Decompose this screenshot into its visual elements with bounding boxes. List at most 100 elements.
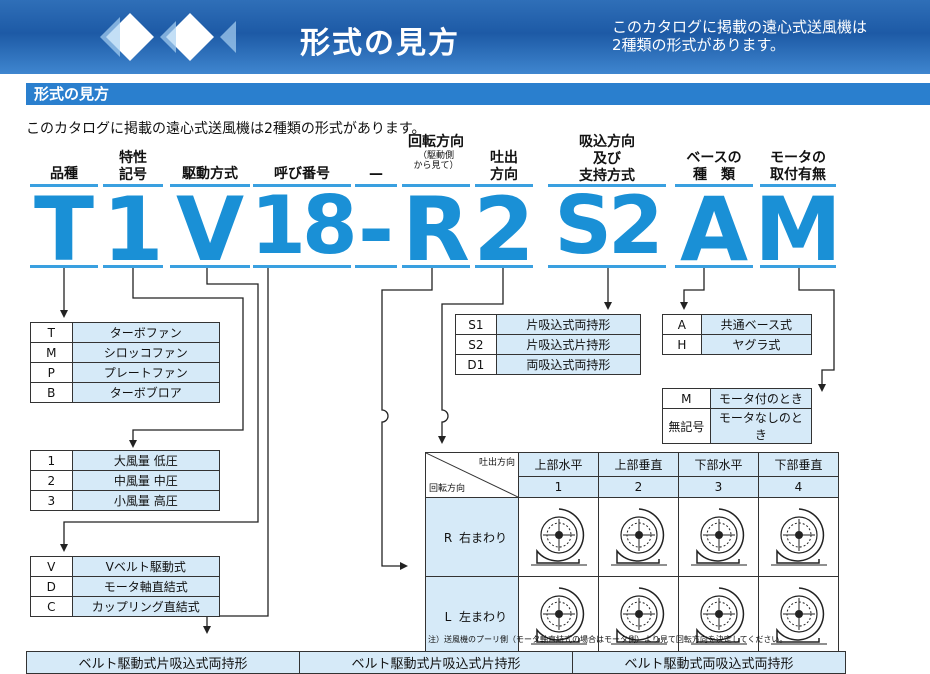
code-cell: M: [662, 388, 711, 409]
name-cell: ターボファン: [71, 322, 221, 343]
section-title: 形式の見方: [34, 85, 110, 103]
code-underline: [355, 265, 397, 268]
header-desc-line2: 2種類の形式があります。: [612, 36, 786, 54]
column-header: 特性記号: [119, 150, 147, 183]
code-cell: 2: [30, 470, 73, 491]
name-cell: 片吸込式片持形: [495, 334, 642, 355]
name-cell: シロッコファン: [71, 342, 221, 363]
name-cell: 共通ベース式: [700, 314, 813, 335]
name-cell: 片吸込式両持形: [495, 314, 642, 335]
code-segment: M: [754, 178, 842, 281]
code-cell: 無記号: [662, 408, 711, 444]
name-cell: Vベルト駆動式: [71, 556, 221, 577]
column-header: 呼び番号: [274, 166, 330, 182]
grid-dir-name: 上部垂直: [598, 451, 679, 478]
grid-note: 注）送風機のプーリ側（モータ軸直結式の場合はモータ側）より見て回転方向を決定して…: [428, 635, 788, 644]
column-header: —: [369, 166, 383, 182]
code-segment: T: [33, 178, 95, 281]
name-cell: モータなしのとき: [709, 408, 813, 444]
grid-dir-name: 下部水平: [678, 451, 759, 478]
code-underline: [253, 265, 351, 268]
grid-row-label: L 左まわり: [425, 576, 519, 656]
fan-diagram-icon: [598, 497, 679, 577]
column-underline: [548, 184, 666, 187]
code-segment: 2: [473, 178, 535, 281]
name-cell: ヤグラ式: [700, 334, 813, 355]
row-name: 左まわり: [458, 609, 507, 624]
code-cell: A: [662, 314, 702, 335]
code-cell: H: [662, 334, 702, 355]
grid-corner-top: 吐出方向: [478, 458, 515, 468]
grid-dir-num: 1: [518, 476, 599, 498]
name-cell: 大風量 低圧: [71, 450, 221, 471]
code-underline: [30, 265, 98, 268]
code-underline: [760, 265, 836, 268]
code-underline: [475, 265, 533, 268]
header-banner: [0, 0, 930, 74]
column-underline: [170, 184, 250, 187]
column-underline: [402, 184, 470, 187]
code-segment: S2: [554, 179, 663, 272]
code-segment: A: [679, 178, 749, 281]
fan-diagram-icon: [598, 576, 679, 656]
header-description: このカタログに掲載の遠心式送風機は 2種類の形式があります。: [612, 18, 922, 54]
name-cell: プレートファン: [71, 362, 221, 383]
grid-dir-num: 2: [598, 476, 679, 498]
code-underline: [548, 265, 666, 268]
code-segment: 18: [250, 179, 357, 272]
code-cell: 3: [30, 490, 73, 511]
grid-corner-bottom: 回転方向: [429, 484, 466, 494]
code-cell: V: [30, 556, 73, 577]
fan-diagram-icon: [678, 497, 759, 577]
name-cell: 中風量 中圧: [71, 470, 221, 491]
column-header: 品種: [50, 166, 78, 182]
column-header: 回転方向（駆動側から見て）: [408, 134, 464, 171]
name-cell: ターボブロア: [71, 382, 221, 403]
row-code: L: [444, 609, 452, 624]
code-cell: S1: [455, 314, 497, 335]
column-underline: [253, 184, 351, 187]
footer-cell: ベルト駆動式両吸込式両持形: [572, 651, 846, 674]
footer-cell: ベルト駆動式片吸込式片持形: [299, 651, 573, 674]
code-segment: V: [175, 178, 245, 281]
column-underline: [760, 184, 836, 187]
grid-dir-num: 3: [678, 476, 759, 498]
name-cell: モータ付のとき: [709, 388, 813, 409]
column-header: モータの取付有無: [770, 150, 826, 183]
column-header: 駆動方式: [182, 166, 238, 182]
fan-diagram-icon: [518, 497, 599, 577]
code-underline: [675, 265, 753, 268]
footer-cell: ベルト駆動式片吸込式両持形: [26, 651, 300, 674]
fan-diagram-icon: [758, 576, 839, 656]
column-underline: [30, 184, 98, 187]
page-title: 形式の見方: [300, 26, 460, 61]
column-underline: [355, 184, 397, 187]
footer-table: ベルト駆動式片吸込式両持形 ベルト駆動式片吸込式片持形 ベルト駆動式両吸込式両持…: [26, 651, 846, 674]
column-underline: [475, 184, 533, 187]
grid-dir-num: 4: [758, 476, 839, 498]
code-cell: S2: [455, 334, 497, 355]
name-cell: モータ軸直結式: [71, 576, 221, 597]
table-row: 無記号モータなしのとき: [662, 408, 813, 444]
name-cell: カップリング直結式: [71, 596, 221, 617]
name-cell: 小風量 高圧: [71, 490, 221, 511]
